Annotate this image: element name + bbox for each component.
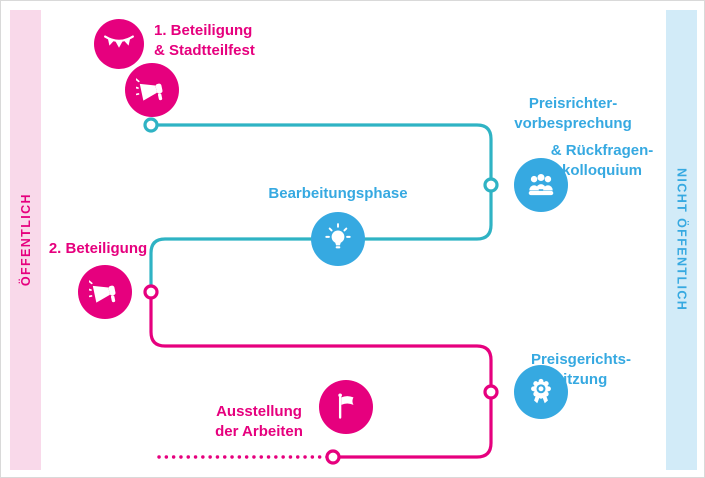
label-prize-court: Preisgerichts- sitzung <box>530 351 632 388</box>
non-public-band: NICHT ÖFFENTLICH <box>666 10 697 470</box>
station-jury-meeting <box>514 158 568 212</box>
node-prize-court <box>483 384 499 400</box>
node-participation2 <box>143 284 159 300</box>
label-working-phase: Bearbeitungsphase <box>268 185 408 202</box>
jury-people-icon <box>528 174 554 196</box>
label-participation1: 1. Beteiligung & Stadtteilfest <box>154 22 255 59</box>
lightbulb-icon <box>325 223 351 249</box>
public-band: ÖFFENTLICH <box>10 10 41 470</box>
bunting-icon <box>104 35 134 48</box>
label-exhibition: Ausstellung der Arbeiten <box>215 403 303 440</box>
medal-icon <box>531 378 551 404</box>
non-public-band-label: NICHT ÖFFENTLICH <box>674 168 689 312</box>
megaphone-icon <box>89 280 116 303</box>
megaphone-icon <box>136 78 163 101</box>
node-jury-meeting <box>483 177 499 193</box>
station-participation2 <box>78 265 132 319</box>
connector-participation2-to-prizecourt <box>149 298 493 386</box>
label-jury-meeting-bottom: & Rückfragen- kolloquium <box>550 142 654 179</box>
station-exhibition <box>319 380 373 434</box>
connector-public-to-jury <box>157 123 493 179</box>
flag-icon <box>338 393 354 419</box>
label-jury-meeting-top: Preisrichter- vorbesprechung <box>514 95 632 132</box>
label-participation2: 2. Beteiligung <box>48 240 148 257</box>
station-festival <box>94 19 144 69</box>
node-participation1 <box>143 117 159 133</box>
connector-prizecourt-to-exhibition <box>339 398 493 459</box>
station-working-phase <box>311 212 365 266</box>
station-prize-court <box>514 365 568 419</box>
station-participation1 <box>125 63 179 117</box>
node-exhibition <box>325 449 341 465</box>
